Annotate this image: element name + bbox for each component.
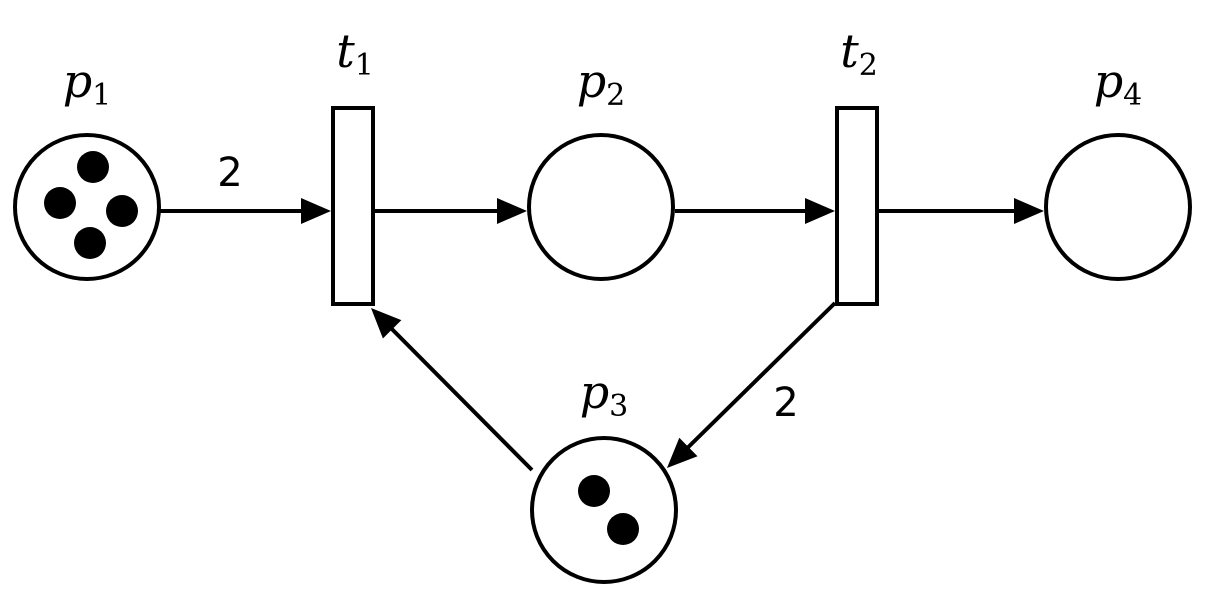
transition-label-t2-subscript: 2 bbox=[859, 48, 878, 83]
arc-t2-to-p3 bbox=[685, 301, 837, 450]
transition-label-t1: t1 bbox=[336, 24, 374, 83]
arc-weight-t2-to-p3: 2 bbox=[773, 380, 798, 426]
transition-label-t1-subscript: 1 bbox=[355, 48, 374, 83]
arcs-layer bbox=[160, 198, 1044, 472]
place-label-p3: p3 bbox=[580, 365, 629, 424]
arc-p3-to-t1 bbox=[389, 326, 534, 472]
place-p3 bbox=[530, 436, 678, 584]
place-label-p2-base: p bbox=[577, 54, 606, 108]
arrowhead-p2-to-t2 bbox=[805, 198, 835, 224]
arrowhead-p1-to-t1 bbox=[301, 198, 331, 224]
nodes-layer bbox=[13, 106, 1192, 584]
token-p1-4 bbox=[74, 227, 106, 259]
place-p1 bbox=[13, 133, 161, 281]
transition-label-t2-base: t bbox=[840, 24, 859, 78]
arc-weight-p1-to-t1: 2 bbox=[217, 150, 242, 196]
place-p4 bbox=[1044, 133, 1192, 281]
transition-label-t2: t2 bbox=[840, 24, 878, 83]
transition-t1 bbox=[331, 106, 375, 306]
transition-label-t1-base: t bbox=[336, 24, 355, 78]
token-p1-3 bbox=[106, 195, 138, 227]
place-label-p1-subscript: 1 bbox=[92, 78, 111, 113]
place-p2 bbox=[527, 133, 675, 281]
place-label-p2: p2 bbox=[577, 54, 626, 113]
place-label-p1: p1 bbox=[63, 54, 112, 113]
arrowhead-t2-to-p4 bbox=[1014, 198, 1044, 224]
place-label-p4-subscript: 4 bbox=[1123, 78, 1142, 113]
arrowhead-p3-to-t1 bbox=[371, 308, 402, 339]
arrowhead-t1-to-p2 bbox=[497, 198, 527, 224]
token-p1-1 bbox=[77, 151, 109, 183]
token-p3-1 bbox=[578, 475, 610, 507]
transition-t2 bbox=[835, 106, 879, 306]
place-label-p1-base: p bbox=[63, 54, 92, 108]
place-label-p4-base: p bbox=[1094, 54, 1123, 108]
token-p3-2 bbox=[607, 513, 639, 545]
place-label-p3-base: p bbox=[580, 365, 609, 419]
token-p1-2 bbox=[44, 187, 76, 219]
place-label-p4: p4 bbox=[1094, 54, 1143, 113]
arrowhead-t2-to-p3 bbox=[667, 437, 698, 468]
place-label-p2-subscript: 2 bbox=[606, 78, 625, 113]
place-label-p3-subscript: 3 bbox=[609, 389, 628, 424]
